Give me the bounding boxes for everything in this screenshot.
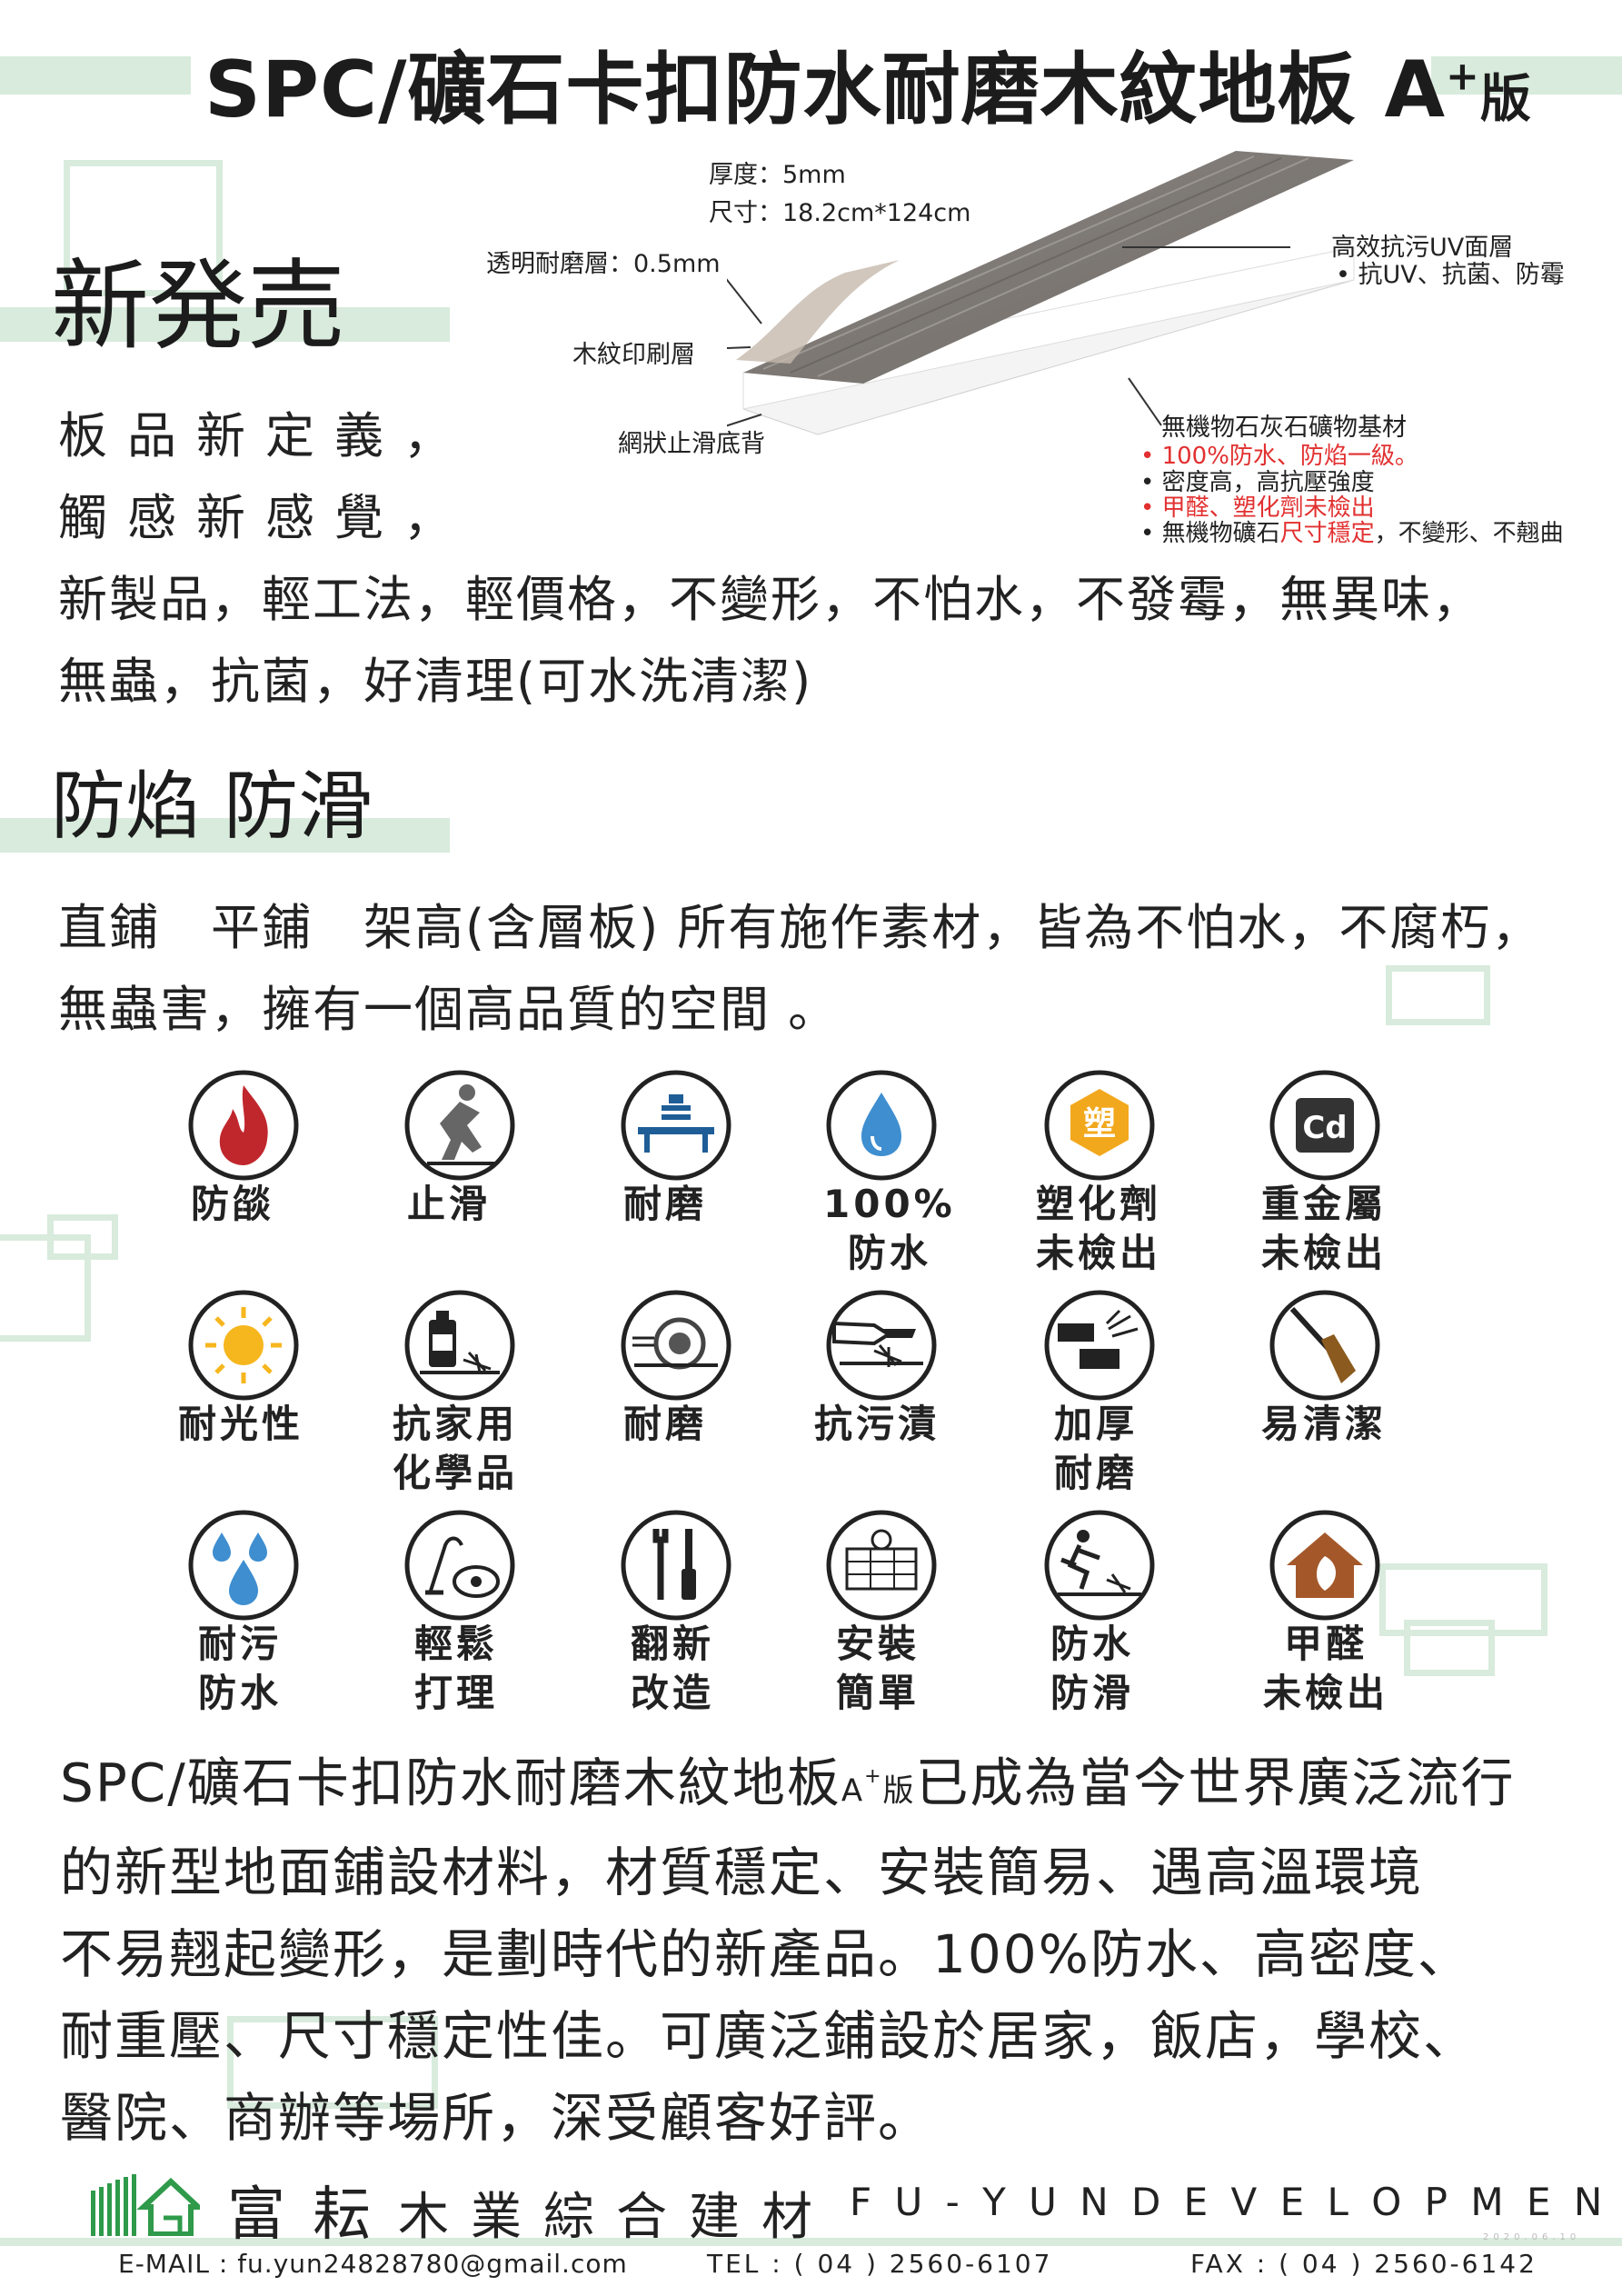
label-uv-layer: 高效抗污UV面層 [1331,234,1514,262]
feature-caption: 耐磨 [623,1402,708,1446]
abrasion-icon [621,1070,731,1181]
floor-plank-diagram [727,151,1355,435]
label-base-material: 無機物石灰石礦物基材 [1161,414,1407,442]
feature-caption: 輕鬆打理 [414,1622,499,1715]
broom-icon [1269,1290,1380,1401]
feature-caption: 防水防滑 [1050,1622,1135,1715]
feature-caption: 塑化劑未檢出 [1036,1182,1162,1275]
summary-line-2: 的新型地面鋪設材料，材質穩定、安裝簡易、遇高溫環境 [60,1842,1424,1904]
feature-caption: 耐磨 [623,1182,708,1226]
install-icon [826,1510,937,1621]
sun-icon [188,1290,299,1401]
grinder-icon [621,1290,731,1401]
chemical-bottle-icon [404,1290,515,1401]
heavy-metal-glyph: Cd [1302,1110,1347,1146]
new-release-heading: 新発売 [51,250,346,364]
feature-caption: 止滑 [407,1182,492,1226]
deco-box-4 [0,1234,91,1342]
spec-thickness: 厚度：5mm [709,161,846,189]
feature-caption: 安裝簡單 [836,1622,920,1715]
deco-box-7 [227,2016,438,2109]
base-bullet-3: • 甲醛、塑化劑未檢出 [1140,494,1375,522]
flame-icon [188,1070,299,1181]
deco-box-5 [1379,1563,1547,1636]
feature-caption: 抗家用化學品 [393,1402,519,1495]
title-bar-left [0,56,191,95]
feature-caption: 重金屬未檢出 [1261,1182,1388,1275]
wine-stain-icon [826,1290,937,1401]
slip-icon [404,1070,515,1181]
company-name: 富耘木業綜合建材 [227,2181,834,2249]
feature-caption: 加厚耐磨 [1054,1402,1139,1495]
section-fireproof-heading: 防焰 防滑 [51,764,373,850]
page-title: SPC/礦石卡扣防水耐磨木紋地板 A+版 [204,45,1532,135]
feature-caption: 甲醛未檢出 [1263,1622,1389,1715]
base-bullet-2: • 密度高，高抗壓強度 [1140,469,1375,496]
title-bar-right [1431,56,1622,95]
plasticizer-glyph: 塑 [1083,1105,1116,1143]
install-line-2: 無蟲害，擁有一個高品質的空間 。 [58,981,840,1038]
deco-box-2 [1386,965,1490,1025]
base-bullet-4: • 無機物礦石尺寸穩定，不變形、不翹曲 [1140,520,1564,547]
formaldehyde-house-icon [1269,1510,1380,1621]
spec-size: 尺寸：18.2cm*124cm [709,199,971,227]
feature-caption: 翻新改造 [631,1622,715,1715]
label-print-layer: 木紋印刷層 [572,341,695,369]
company-english-name: F U - Y U N D E V E L O P M E N T [850,2180,1622,2224]
intro-line-2: 觸感新感覺， [58,489,473,546]
footer-fax: FAX : ( 04 ) 2560-6142 [1190,2249,1537,2279]
water-drops-icon [188,1510,299,1621]
feature-caption: 耐污防水 [198,1622,283,1715]
thick-layer-icon [1044,1290,1155,1401]
water-drop-icon [826,1070,937,1181]
footer-bar [0,2238,1622,2246]
intro-line-3: 新製品，輕工法，輕價格，不變形，不怕水，不發霉，無異味， [58,571,1483,628]
base-bullet-1: • 100%防水、防焰一級。 [1140,443,1418,470]
summary-paragraph: SPC/礦石卡扣防水耐磨木紋地板A+版已成為當今世界廣泛流行 的新型地面鋪設材料… [60,1736,1516,2159]
print-date: 2020.06.10 [1483,2232,1581,2242]
label-uv-features: • 抗UV、抗菌、防霉 [1336,261,1565,289]
feature-caption: 100%防水 [823,1182,956,1275]
deco-bar-2 [0,818,450,853]
label-mesh-backing: 網狀止滑底背 [618,430,765,458]
feature-caption: 抗污漬 [814,1402,940,1446]
heavy-metal-icon: Cd [1269,1070,1380,1181]
label-wear-layer: 透明耐磨層：0.5mm [486,250,721,278]
deco-box-6 [1404,1620,1495,1676]
intro-line-1: 板品新定義， [58,407,473,464]
intro-line-4: 無蟲，抗菌，好清理(可水洗清潔) [58,653,813,710]
summary-line-3: 不易翹起變形，是劃時代的新產品。100%防水、高密度、 [60,1923,1472,1986]
footer-email: E-MAIL : fu.yun24828780@gmail.com [118,2249,628,2279]
feature-caption: 耐光性 [178,1402,304,1446]
company-logo [91,2174,200,2236]
deco-box-1 [64,160,223,296]
feature-caption: 易清潔 [1261,1402,1388,1446]
summary-line-1: SPC/礦石卡扣防水耐磨木紋地板A+版已成為當今世界廣泛流行 [60,1752,1516,1814]
summary-line-4: 耐重壓、尺寸穩定性佳。可廣泛鋪設於居家，飯店，學校、 [60,2005,1478,2068]
vacuum-icon [404,1510,515,1621]
plasticizer-icon: 塑 [1044,1070,1155,1181]
deco-bar-1 [0,307,450,342]
summary-line-5: 醫院、商辦等場所，深受顧客好評。 [60,2087,933,2150]
footer-tel: TEL : ( 04 ) 2560-6107 [707,2249,1053,2279]
tools-icon [621,1510,731,1621]
anti-slip-water-icon [1044,1510,1155,1621]
feature-caption: 防燄 [191,1182,275,1226]
install-line-1: 直鋪 平鋪 架高(含層板) 所有施作素材，皆為不怕水，不腐朽， [58,899,1543,956]
